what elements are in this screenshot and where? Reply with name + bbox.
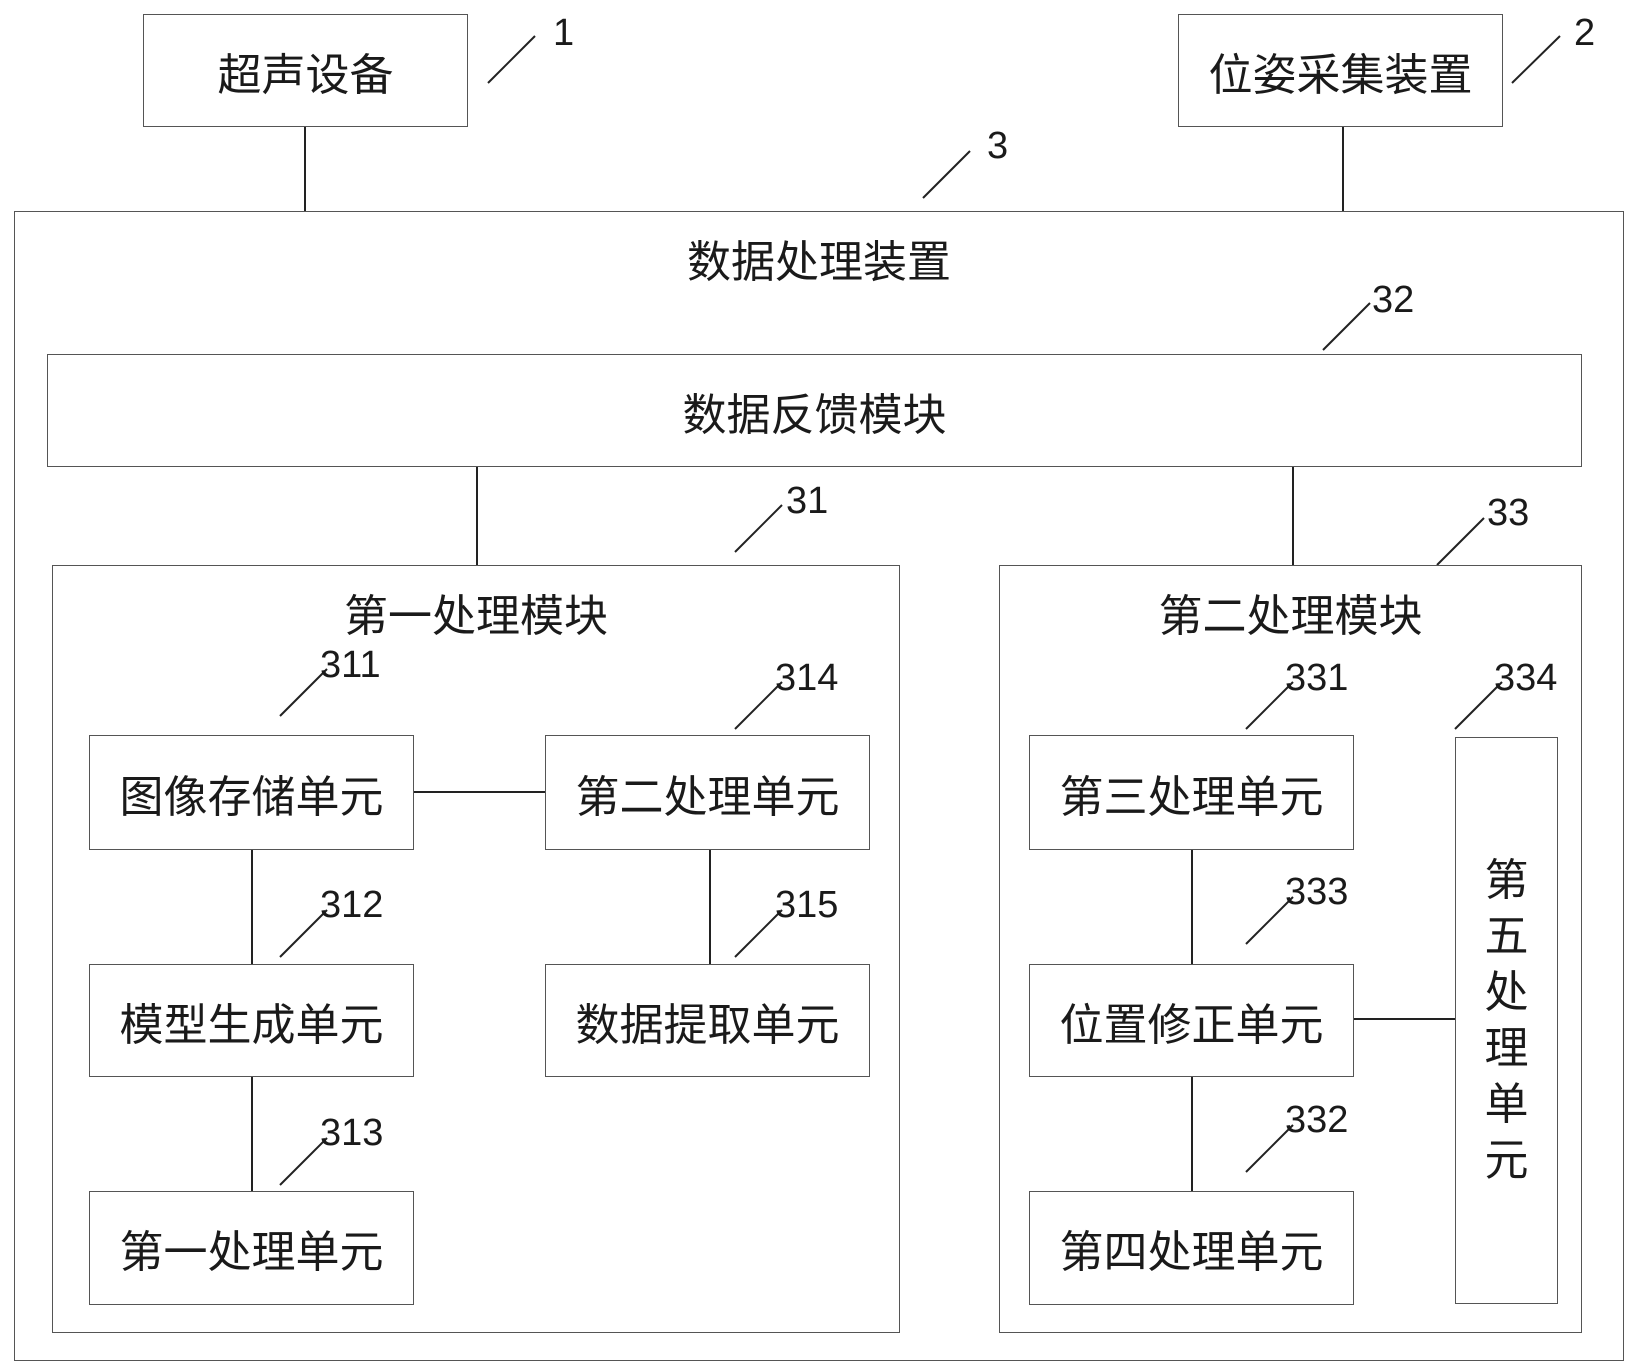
- ref-label-2: 2: [1574, 12, 1596, 54]
- image-storage-unit-box: 图像存储单元: [89, 735, 414, 850]
- ref-label-33: 33: [1487, 492, 1530, 534]
- ref-label-315: 315: [775, 884, 839, 926]
- ref-label-312: 312: [320, 884, 384, 926]
- fifth-processing-unit-char-5: 单: [1484, 1078, 1529, 1130]
- ultrasound-device-box: 超声设备: [143, 14, 468, 127]
- fifth-processing-unit-char-2: 五: [1484, 910, 1529, 962]
- position-correction-unit-box: 位置修正单元: [1029, 964, 1354, 1077]
- ultrasound-device-label: 超声设备: [217, 49, 394, 101]
- ref-label-331: 331: [1285, 657, 1349, 699]
- first-processing-unit-label: 第一处理单元: [119, 1227, 384, 1278]
- first-processing-unit-box: 第一处理单元: [89, 1191, 414, 1305]
- ref-label-333: 333: [1285, 871, 1349, 913]
- fifth-processing-unit-char-6: 元: [1484, 1134, 1529, 1186]
- data-processing-device-box: 数据处理装置: [14, 211, 1624, 1361]
- data-feedback-module-label: 数据反馈模块: [682, 389, 947, 441]
- pose-acquisition-device-label: 位姿采集装置: [1208, 49, 1473, 101]
- second-processing-module-box: 第二处理模块: [999, 565, 1582, 1333]
- third-processing-unit-label: 第三处理单元: [1059, 771, 1324, 823]
- ref-label-332: 332: [1285, 1099, 1349, 1141]
- fifth-processing-unit-box: 第 五 处 理 单 元: [1455, 737, 1558, 1304]
- fifth-processing-unit-char-1: 第: [1484, 854, 1529, 906]
- third-processing-unit-box: 第三处理单元: [1029, 735, 1354, 850]
- data-processing-device-label: 数据处理装置: [687, 237, 951, 288]
- first-processing-module-label: 第一处理模块: [344, 591, 608, 642]
- second-processing-unit-box: 第二处理单元: [545, 735, 870, 850]
- ref-label-314: 314: [775, 657, 839, 699]
- model-generation-unit-box: 模型生成单元: [89, 964, 414, 1077]
- ref-label-32: 32: [1372, 279, 1415, 321]
- ref-label-31: 31: [786, 480, 829, 522]
- ref-label-1: 1: [553, 12, 575, 54]
- data-extraction-unit-box: 数据提取单元: [545, 964, 870, 1077]
- data-extraction-unit-label: 数据提取单元: [575, 999, 840, 1051]
- second-processing-unit-label: 第二处理单元: [575, 771, 840, 823]
- data-feedback-module-box: 数据反馈模块: [47, 354, 1582, 467]
- ref-label-311: 311: [320, 644, 381, 686]
- ref-label-3: 3: [987, 125, 1009, 167]
- fifth-processing-unit-char-3: 处: [1484, 966, 1529, 1018]
- position-correction-unit-label: 位置修正单元: [1059, 999, 1324, 1051]
- ref-label-334: 334: [1494, 657, 1558, 699]
- image-storage-unit-label: 图像存储单元: [119, 771, 384, 823]
- fifth-processing-unit-char-4: 理: [1484, 1022, 1529, 1074]
- pose-acquisition-device-box: 位姿采集装置: [1178, 14, 1503, 127]
- first-processing-module-box: 第一处理模块: [52, 565, 900, 1333]
- model-generation-unit-label: 模型生成单元: [119, 999, 384, 1051]
- ref-label-313: 313: [320, 1112, 384, 1154]
- fourth-processing-unit-label: 第四处理单元: [1059, 1227, 1324, 1278]
- second-processing-module-label: 第二处理模块: [1158, 591, 1423, 642]
- fourth-processing-unit-box: 第四处理单元: [1029, 1191, 1354, 1305]
